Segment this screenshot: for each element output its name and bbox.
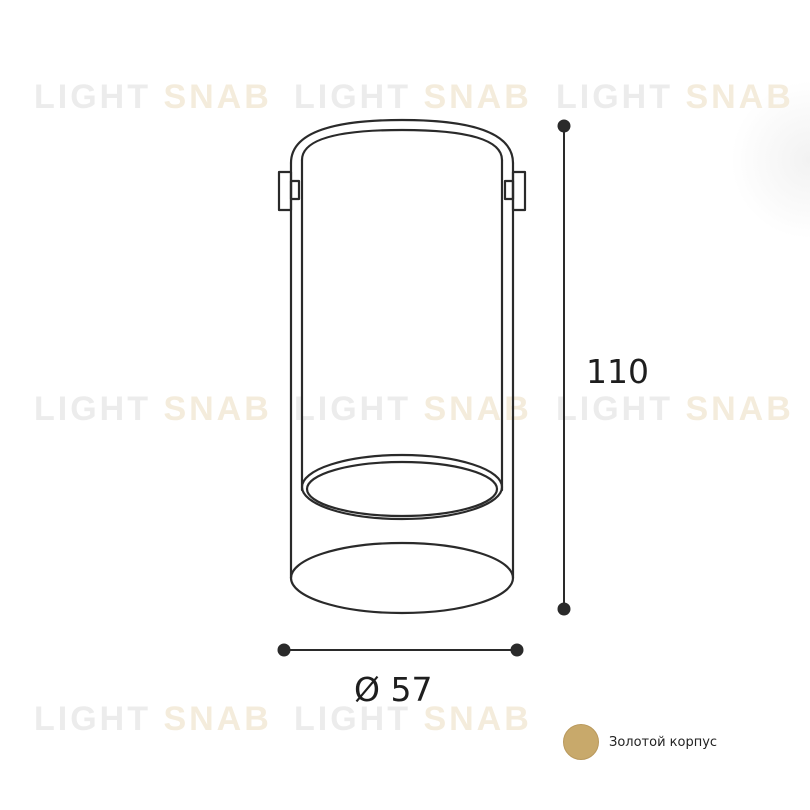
bottom-opening: [289, 541, 515, 615]
reflector-ring-inner: [305, 460, 499, 518]
bracket-left-tab: [289, 179, 301, 201]
background-glare: [730, 80, 810, 240]
watermark: LIGHT SNAB: [34, 78, 272, 116]
bracket-right-tab: [503, 179, 515, 201]
height-label: 110: [586, 352, 649, 391]
bracket-right: [511, 170, 527, 212]
watermark: LIGHT SNAB: [294, 390, 532, 428]
legend-label: Золотой корпус: [609, 734, 718, 750]
reflector-ring-outer: [300, 453, 504, 521]
watermark: LIGHT SNAB: [34, 390, 272, 428]
color-legend: Золотой корпус: [563, 724, 717, 760]
diameter-dimension-endpoint-right: [510, 643, 524, 657]
height-dimension-endpoint-top: [557, 119, 571, 133]
bracket-left: [277, 170, 293, 212]
watermark: LIGHT SNAB: [556, 78, 794, 116]
watermark: LIGHT SNAB: [34, 700, 272, 738]
mount-cap-inner: [300, 128, 504, 162]
diameter-label: Ø 57: [354, 670, 433, 709]
gold-color-swatch: [563, 724, 599, 760]
diameter-dimension-endpoint-left: [277, 643, 291, 657]
watermark: LIGHT SNAB: [294, 700, 532, 738]
mount-cap-outer: [289, 118, 515, 165]
watermark: LIGHT SNAB: [294, 78, 532, 116]
height-dimension-endpoint-bottom: [557, 602, 571, 616]
watermark: LIGHT SNAB: [556, 390, 794, 428]
